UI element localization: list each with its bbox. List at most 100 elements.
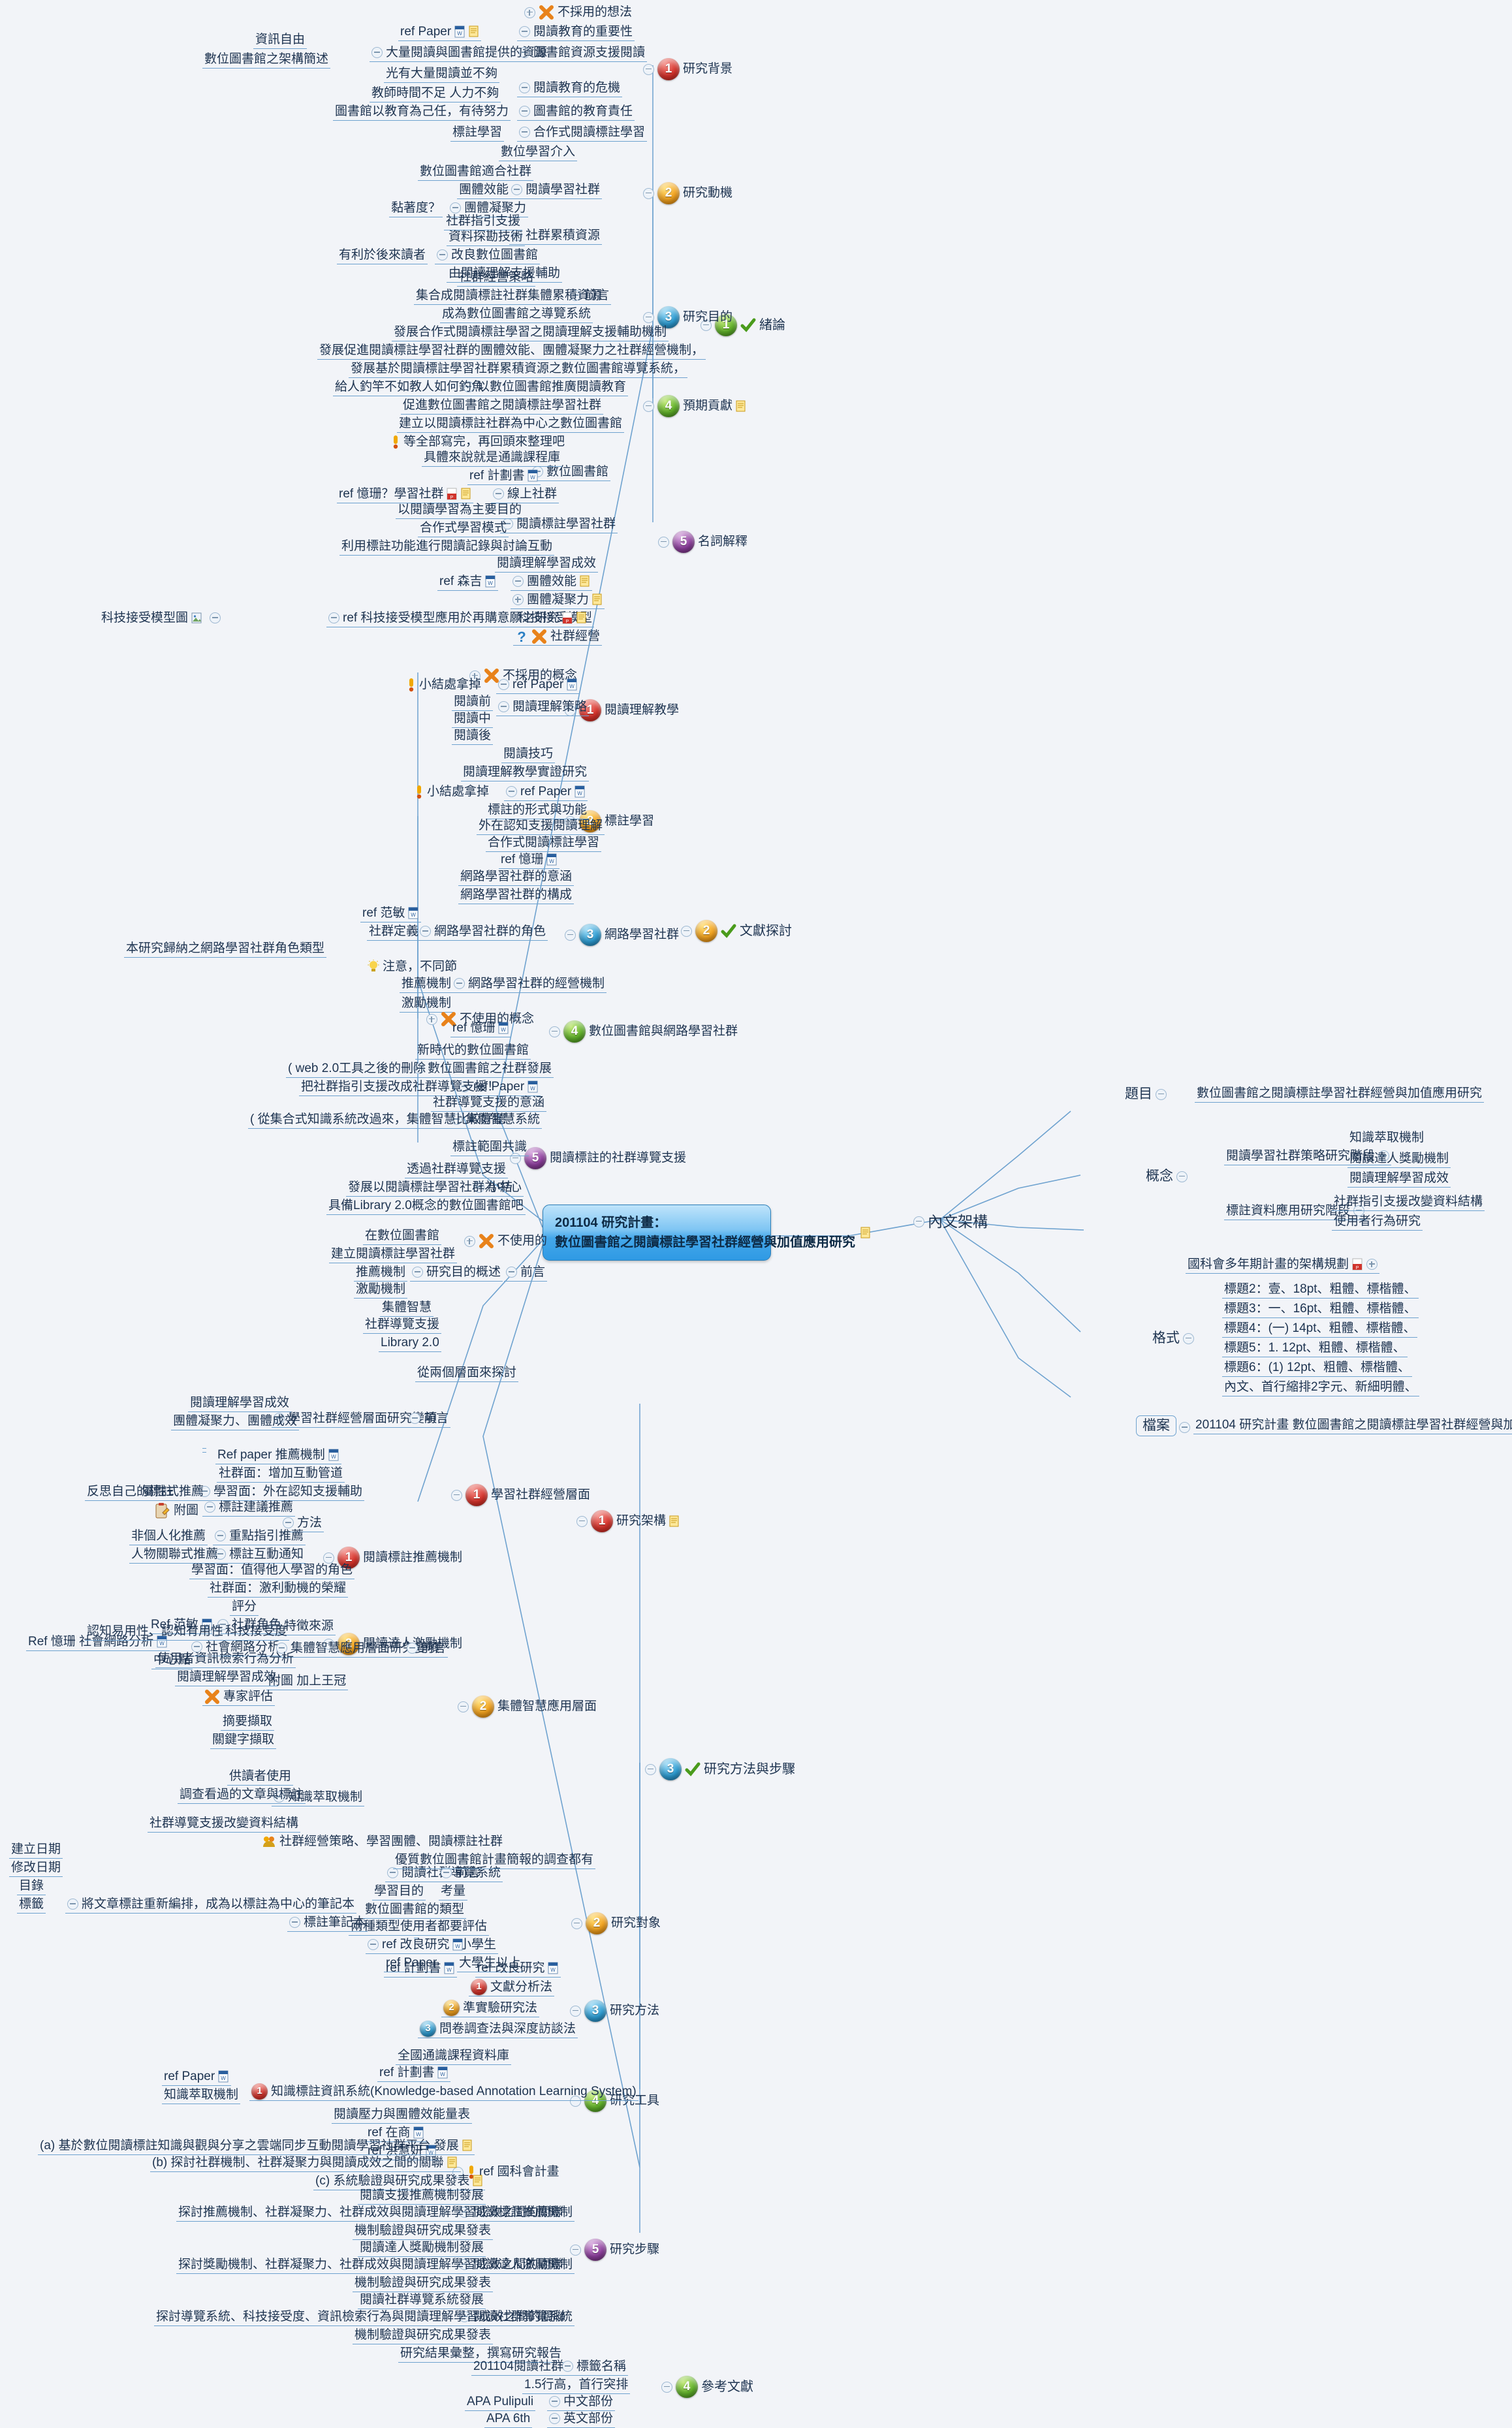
collapse-toggle[interactable] (454, 978, 465, 990)
layer2-mech-0[interactable]: 知識萃取機制 (272, 1789, 365, 1806)
collapse-toggle[interactable] (512, 576, 524, 588)
references-item-3-label[interactable]: 英文部份 (547, 2410, 616, 2428)
lit-0-read-before[interactable]: 閱讀前 (452, 693, 494, 711)
collapse-toggle[interactable] (463, 381, 474, 393)
lit-0-child-1[interactable]: 閱讀技巧 (501, 746, 556, 763)
collapse-toggle[interactable] (412, 1267, 423, 1278)
collapse-toggle[interactable] (1378, 1150, 1390, 1162)
subject-child-0[interactable]: 小學生 (457, 1936, 499, 1954)
lit-1-child-1[interactable]: 外在認知支援閱讀理解 (477, 817, 605, 835)
word-doc-icon[interactable]: W (548, 1962, 559, 1974)
collapse-toggle[interactable] (570, 2005, 581, 2017)
collapse-toggle[interactable] (576, 1515, 588, 1527)
collapse-toggle[interactable] (681, 925, 692, 937)
framework-preface-child[interactable]: 研究目的概述 (410, 1264, 503, 1282)
format-item-4[interactable]: 標題6：(1) 12pt、粗體、標楷體、 (1222, 1359, 1413, 1377)
motivation-cohesion[interactable]: 團體凝聚力 (448, 200, 529, 217)
mech-0-aspect-0[interactable]: 社群面：增加互動管道 (217, 1465, 345, 1483)
purpose-preface-item-1[interactable]: 集合成閱讀標註社群集體累積資源 (414, 287, 605, 305)
file-value[interactable]: 201104 研究計畫 數位圖書館之閱讀標註學習社群經營與加值應用研究.docx… (1193, 1417, 1512, 1434)
collapse-toggle[interactable] (565, 704, 576, 716)
word-doc-icon[interactable]: W (328, 1449, 339, 1461)
collapse-toggle[interactable] (409, 1413, 420, 1425)
lit-4-child-2-sub[interactable]: ( 從集合式知識系統改過來，集體智慧比較好聽 (248, 1111, 508, 1129)
glossary-child-6-ref[interactable]: ref 科技接受模型應用於再購意願之研究 P (326, 610, 590, 627)
pdf-icon[interactable]: P (1352, 1258, 1363, 1270)
research-motivation[interactable]: 2 研究動機 (641, 181, 734, 205)
subject-item-3[interactable]: 兩種類型使用者都要評估 (349, 1918, 490, 1936)
framework-preface[interactable]: 前言 (504, 1264, 548, 1282)
methods-item-1[interactable]: 2 準實驗研究法 (441, 1999, 540, 2017)
lit-section-1[interactable]: 2 標註學習 (563, 810, 656, 833)
tools-0-ref[interactable]: ref 計劃書 W (377, 2064, 451, 2082)
background-child-1-sub[interactable]: 大量閱讀與圖書館提供的資源 (370, 44, 550, 62)
steps-abc-1[interactable]: (b) 探討社群機制、社群凝聚力與閱讀成效之間的關聯 (150, 2154, 460, 2172)
lit-0-child-0[interactable]: 閱讀理解策略 (496, 699, 590, 716)
subject-group-note[interactable]: 社群經營策略、學習團體、閱讀標註社群 (260, 1833, 505, 1850)
collapse-toggle[interactable] (701, 319, 712, 331)
lit-2-child-2-ref[interactable]: ref 范敏 W (360, 905, 422, 922)
research-methods[interactable]: 3 研究方法 (568, 1999, 661, 2023)
framework-layer1[interactable]: 1 學習社群經營層面 (449, 1483, 592, 1507)
collapse-toggle[interactable] (549, 1026, 560, 1037)
lit-0-child-2[interactable]: 閱讀理解教學實證研究 (461, 764, 590, 781)
collapse-toggle[interactable] (913, 1216, 924, 1227)
collapse-toggle[interactable] (1156, 1088, 1167, 1100)
collapse-toggle[interactable] (215, 1530, 226, 1542)
layer1-vars[interactable]: 學習社群經營層面研究變項 (272, 1410, 439, 1428)
motivation-data-mining[interactable]: 資料探勘技術 (447, 229, 526, 246)
collapse-toggle[interactable] (570, 2244, 581, 2256)
collapse-toggle[interactable] (493, 488, 504, 500)
collapse-toggle[interactable] (441, 1867, 452, 1879)
contribution-child-0[interactable]: 以數位圖書館推廣閱讀教育 (461, 379, 629, 396)
concept-group-1[interactable]: 標註資料應用研究階段 (1224, 1203, 1367, 1220)
glossary-child-0-sub-0[interactable]: 具體來說就是通識課程庫 (422, 449, 563, 467)
note-icon[interactable] (576, 612, 587, 624)
subject-topnote[interactable]: 優質數位圖書館計畫簡報的調查都有 (393, 1852, 596, 1869)
notebook-meta-0[interactable]: 建立日期 (9, 1841, 63, 1859)
word-doc-icon[interactable]: W (567, 678, 578, 691)
collapse-toggle[interactable] (658, 536, 669, 548)
glossary-child-1[interactable]: 線上社群 (491, 486, 559, 503)
note-icon[interactable] (447, 2156, 458, 2169)
layer2-var-note[interactable]: 認知易用性、認知有用性 (85, 1623, 226, 1641)
layer2-notebook-item-0[interactable]: 將文章標註重新編排，成為以標註為中心的筆記本 (65, 1896, 357, 1914)
collapse-toggle[interactable] (328, 612, 339, 624)
notebook-meta-2[interactable]: 目錄 (17, 1878, 46, 1895)
word-doc-icon[interactable]: W (528, 469, 539, 482)
background-child-2-sub-0[interactable]: 光有大量閱讀並不夠 (384, 65, 500, 83)
mech-1-sna[interactable]: 社會網路分析 (189, 1639, 283, 1656)
contribution-child-2[interactable]: 建立以閱讀標註社群為中心之數位圖書館 (397, 415, 625, 433)
steps-ref[interactable]: ref 國科會計畫 (450, 2164, 561, 2181)
motivation-child-1[interactable]: 社群累積資源 (509, 227, 603, 245)
word-doc-icon[interactable]: W (452, 1938, 464, 1951)
background-child-2[interactable]: 閱讀教育的危機 (517, 80, 623, 97)
collapse-toggle[interactable] (571, 1917, 582, 1929)
note-icon[interactable] (473, 2175, 483, 2187)
collapse-toggle[interactable] (215, 1549, 226, 1560)
collapse-toggle[interactable] (459, 2207, 470, 2218)
collapse-toggle[interactable] (565, 929, 576, 941)
steps-tail[interactable]: 研究結果彙整，撰寫研究報告 (398, 2345, 564, 2363)
mech-0-method[interactable]: 方法 (281, 1515, 324, 1532)
notebook-meta-3[interactable]: 標籤 (17, 1896, 46, 1914)
motivation-child-3[interactable]: 由閱讀理解支援輔助 (447, 265, 563, 283)
mech-1-center[interactable]: 中心點 (151, 1652, 193, 1669)
research-subject[interactable]: 2 研究對象 (569, 1912, 663, 1935)
lit-4-child-5[interactable]: 小結 (471, 1179, 515, 1197)
image-icon[interactable] (191, 612, 202, 624)
lit-4-child-4[interactable]: 透過社群導覽支援 (405, 1161, 509, 1178)
purpose-item-1[interactable]: 發展促進閱讀標註學習社群的團體效能、團體凝聚力之社群經營機制， (317, 342, 706, 360)
note-icon[interactable] (461, 488, 471, 500)
word-doc-icon[interactable]: W (413, 2126, 424, 2139)
layer2-notebook[interactable]: 標註筆記本 (287, 1914, 368, 1932)
contribution-note[interactable]: 等全部寫完，再回頭來整理吧 (389, 434, 567, 450)
lit-2-role-types[interactable]: 本研究歸納之網路學習社群角色類型 (124, 940, 327, 958)
format-item-0[interactable]: 標題2：壹、18pt、粗體、標楷體、 (1222, 1281, 1419, 1299)
glossary-child-0[interactable]: 數位圖書館 (530, 464, 611, 481)
word-doc-icon[interactable]: W (202, 1618, 213, 1631)
tools-1-ref[interactable]: ref Paper W (162, 2068, 232, 2086)
collapse-toggle[interactable] (459, 2259, 470, 2271)
motivation-child-0[interactable]: 閱讀學習社群 (509, 181, 603, 199)
word-doc-icon[interactable]: W (437, 2066, 449, 2079)
